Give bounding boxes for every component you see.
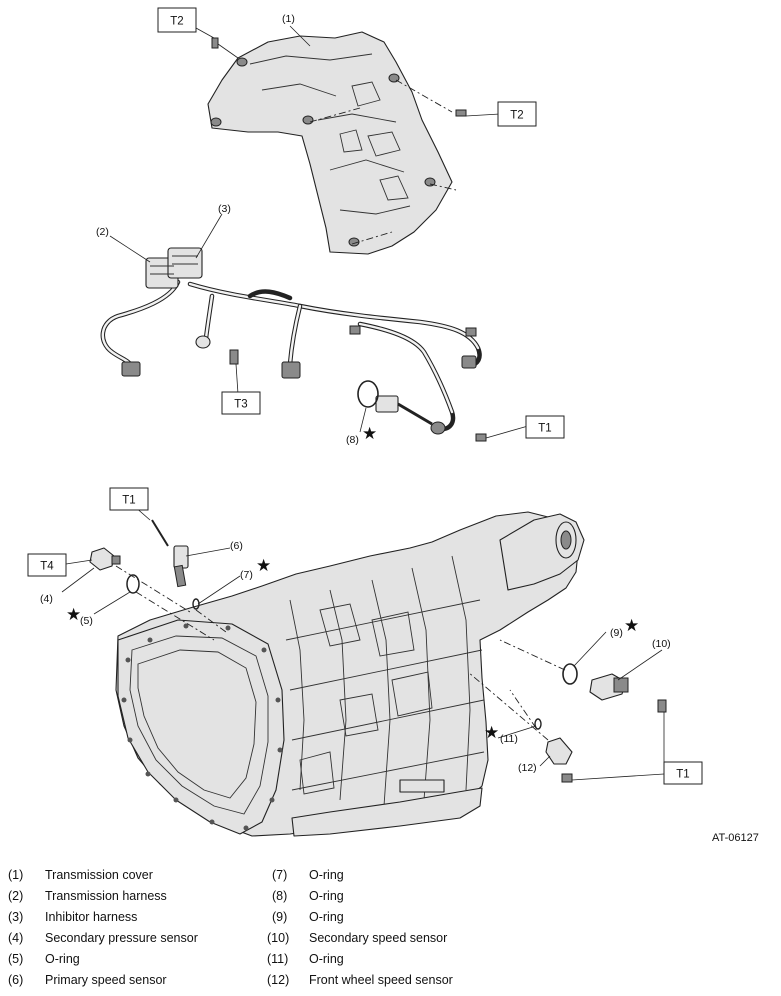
bolt-icon <box>211 37 239 59</box>
legend-text: Transmission cover <box>45 868 153 882</box>
torque-label-t4: T4 <box>27 553 67 577</box>
star-icon: ★ <box>362 424 377 444</box>
legend-num: (11) <box>267 952 289 966</box>
o-ring-9-icon <box>562 663 578 685</box>
star-icon: ★ <box>484 723 499 743</box>
svg-text:T1: T1 <box>538 423 551 435</box>
legend-text: O-ring <box>309 952 344 966</box>
callout-10: (10) <box>652 638 671 650</box>
o-ring-8-icon <box>357 380 379 408</box>
legend-text: O-ring <box>309 889 344 903</box>
transmission-body-drawing <box>115 511 585 837</box>
legend-num: (1) <box>8 868 24 882</box>
torque-label-t1-sensor-6: T1 <box>109 487 149 511</box>
torque-label-t2-top: T2 <box>157 7 197 33</box>
callout-7: (7) <box>240 569 253 581</box>
legend-text: Inhibitor harness <box>45 910 138 924</box>
bolt-icon <box>657 699 667 713</box>
callout-6: (6) <box>230 540 243 552</box>
callout-8: (8) <box>346 434 359 446</box>
figure-code: AT-06127 <box>712 832 759 844</box>
legend-text: Front wheel speed sensor <box>309 973 453 987</box>
svg-text:T1: T1 <box>122 495 135 507</box>
ring-terminal-icon <box>195 335 211 349</box>
legend-text: Primary speed sensor <box>45 973 167 987</box>
legend-num: (2) <box>8 889 24 903</box>
legend-num: (5) <box>8 952 24 966</box>
svg-text:T3: T3 <box>234 399 247 411</box>
svg-text:T2: T2 <box>170 16 183 28</box>
torque-label-t1-upper: T1 <box>525 415 565 439</box>
torque-label-t3: T3 <box>221 391 261 415</box>
legend-text: O-ring <box>309 910 344 924</box>
legend-num: (7) <box>272 868 288 882</box>
bolt-icon <box>561 773 573 783</box>
connector-icon <box>375 395 399 413</box>
o-ring-11-icon <box>534 718 542 730</box>
torque-label-t1-lower: T1 <box>663 761 703 785</box>
legend-num: (3) <box>8 910 24 924</box>
legend-text: O-ring <box>309 868 344 882</box>
callout-9: (9) <box>610 627 623 639</box>
legend-num: (9) <box>272 910 288 924</box>
star-icon: ★ <box>624 616 639 636</box>
torque-label-t2-right: T2 <box>497 101 537 127</box>
bolt-icon <box>455 109 467 117</box>
front-wheel-speed-sensor-drawing <box>545 737 573 783</box>
svg-text:T1: T1 <box>676 769 689 781</box>
o-ring-5-icon <box>126 574 140 594</box>
secondary-pressure-sensor-drawing <box>89 547 121 571</box>
callout-4: (4) <box>40 593 53 605</box>
primary-speed-sensor-drawing <box>151 519 189 588</box>
svg-text:T2: T2 <box>510 110 523 122</box>
legend-num: (4) <box>8 931 24 945</box>
svg-text:T4: T4 <box>40 561 54 573</box>
legend-num: (10) <box>267 931 290 945</box>
callout-5: (5) <box>80 615 93 627</box>
callout-3: (3) <box>218 203 231 215</box>
transmission-cover-drawing <box>207 31 467 255</box>
callout-12: (12) <box>518 762 537 774</box>
star-icon: ★ <box>256 556 271 576</box>
callout-11: (11) <box>500 733 518 745</box>
legend-text: Secondary pressure sensor <box>45 931 198 945</box>
callout-2: (2) <box>96 226 109 238</box>
legend-text: Secondary speed sensor <box>309 931 448 945</box>
bolt-icon <box>229 349 239 365</box>
legend-num: (12) <box>267 973 290 987</box>
star-icon: ★ <box>66 605 81 625</box>
bolt-icon <box>475 433 487 442</box>
connector-icon <box>167 247 203 279</box>
harness-drawing <box>100 247 487 442</box>
o-ring-7-icon <box>192 598 200 610</box>
callout-1: (1) <box>282 13 295 25</box>
secondary-speed-sensor-drawing <box>589 673 667 713</box>
legend-text: O-ring <box>45 952 80 966</box>
legend-num: (6) <box>8 973 24 987</box>
legend-text: Transmission harness <box>45 889 167 903</box>
legend-num: (8) <box>272 889 288 903</box>
